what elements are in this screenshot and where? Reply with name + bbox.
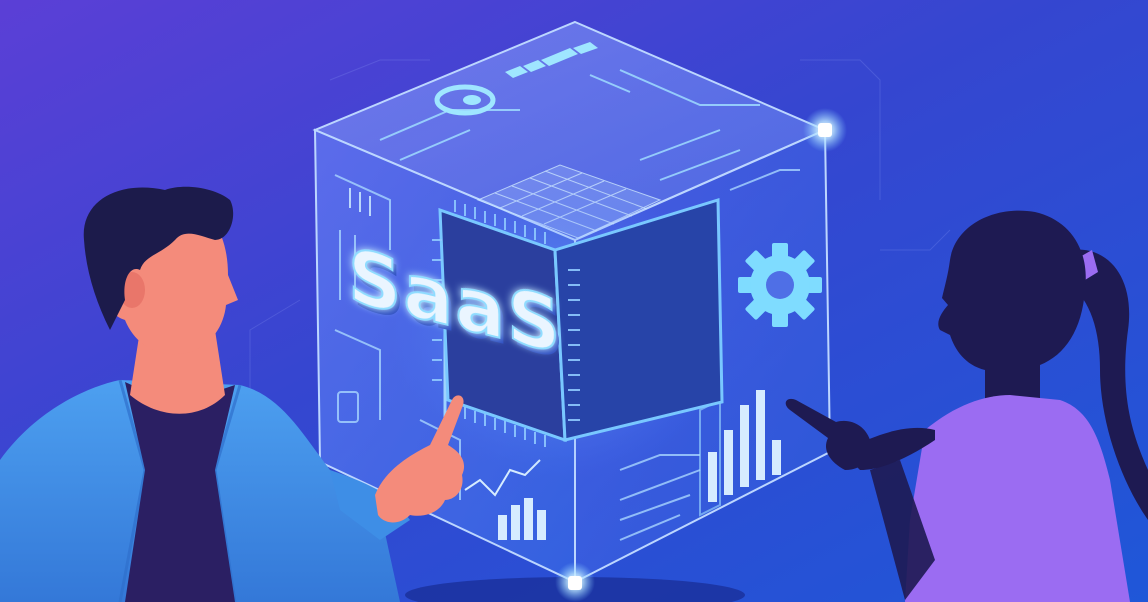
gear-icon [738,243,822,327]
man-sleeve [330,470,410,540]
left-face-bar-chart-icon [498,498,546,540]
saas-cube: SaaS SaaS [312,20,847,602]
woman-ponytail [1070,249,1148,520]
background-circuit-lines [249,59,951,420]
cube-corner-glows [555,108,847,602]
man-shirt [125,382,235,602]
man-pointing-hand [375,395,465,523]
woman-shirt [905,395,1130,602]
woman-pointing-hand [785,398,872,470]
left-face-ticks [349,188,371,216]
right-face-circuits [619,169,800,541]
man-figure [0,186,465,602]
man-hair [83,186,234,330]
top-face-bars [505,42,598,78]
cpu-chip-icon [390,180,730,480]
top-face-toggle-icon [434,84,496,116]
woman-figure [785,210,1148,602]
man-neck [130,330,225,414]
woman-head [938,210,1086,400]
